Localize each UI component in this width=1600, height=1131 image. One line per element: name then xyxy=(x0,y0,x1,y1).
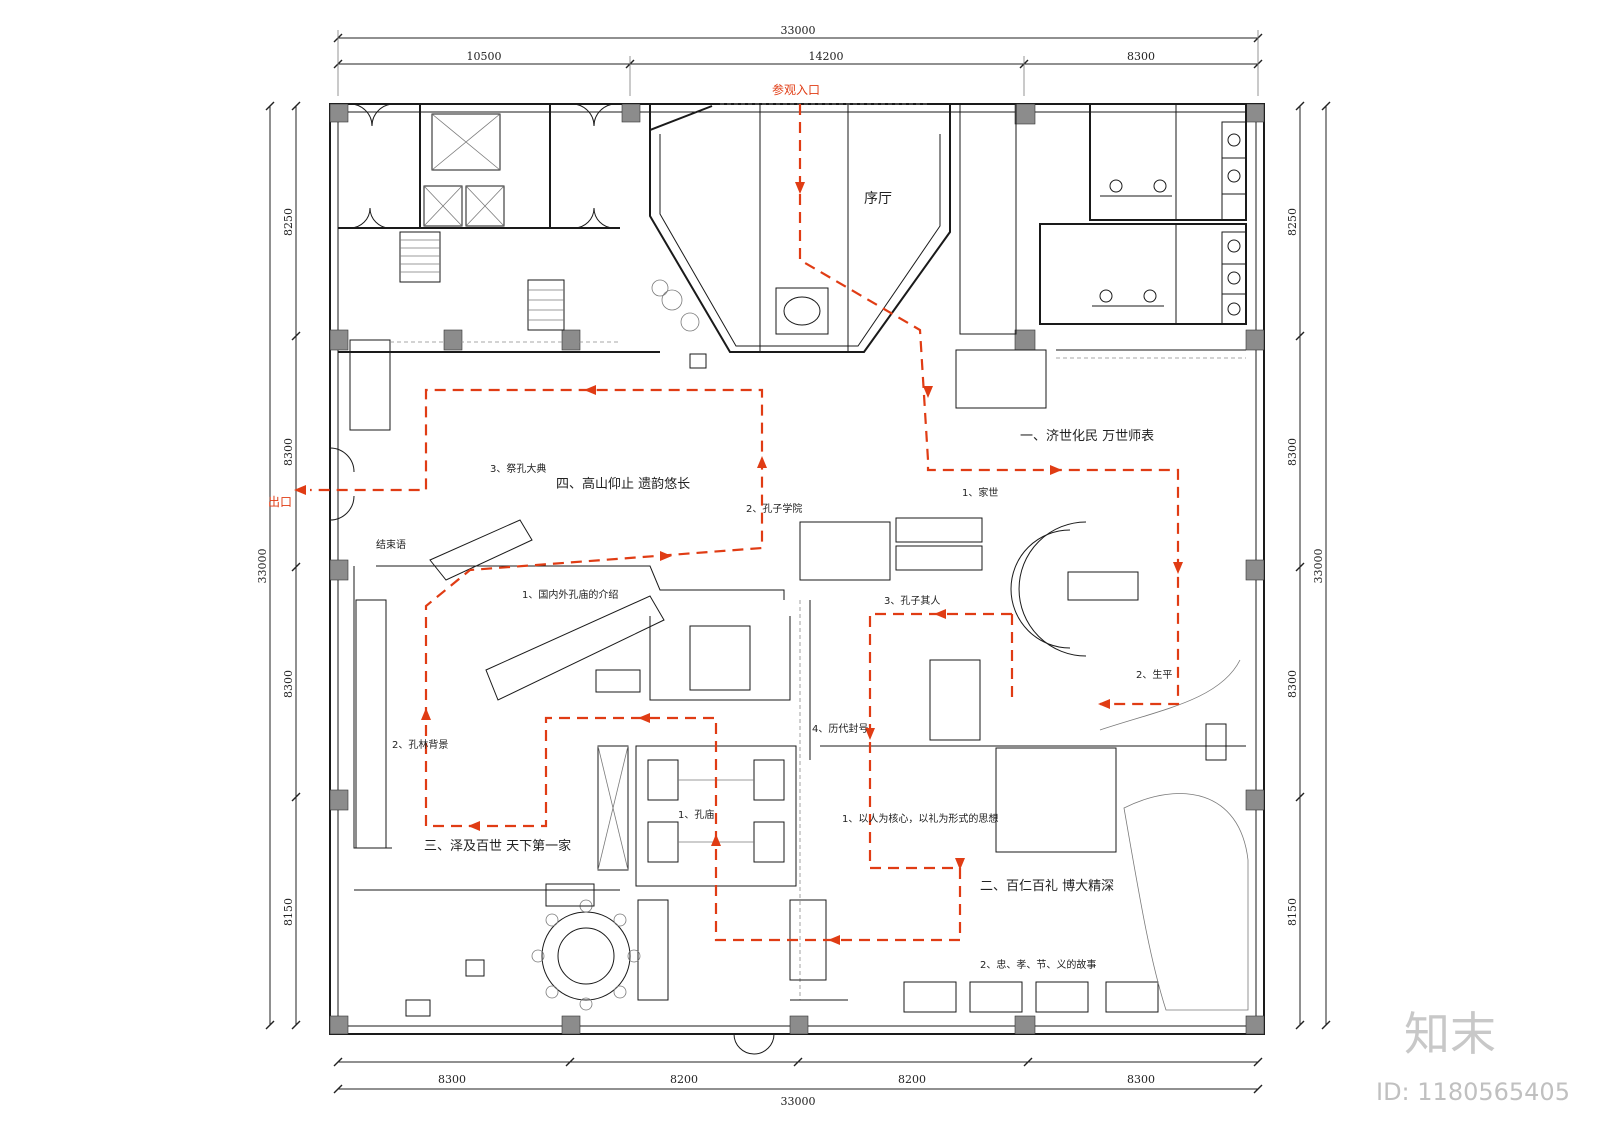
route-arrow-2 xyxy=(923,386,933,398)
dim-right-seg-1: 8250 xyxy=(1286,208,1299,236)
dim-top-seg-2: 14200 xyxy=(809,50,844,63)
labels: 参观入口 出口 一、济世化民 万世师表 二、百仁百礼 博大精深 三、泽及百世 天… xyxy=(268,82,1172,971)
route-arrow-10 xyxy=(711,834,721,846)
zone1-title: 一、济世化民 万世师表 xyxy=(1020,429,1154,444)
label-z1-person: 3、孔子其人 xyxy=(884,595,940,607)
entrance-label: 参观入口 xyxy=(772,82,820,97)
interior-partitions xyxy=(329,103,1249,1055)
watermark-brand: 知末 xyxy=(1404,1007,1496,1061)
label-z1-family: 1、家世 xyxy=(962,486,998,499)
route-arrow-14 xyxy=(660,551,672,561)
watermark-id: ID: 1180565405 xyxy=(1376,1078,1570,1106)
dim-bottom-seg-3: 8200 xyxy=(898,1073,926,1086)
service-core-top-left xyxy=(338,103,620,331)
dim-bottom-seg-1: 8300 xyxy=(438,1073,466,1086)
dim-right-seg-2: 8300 xyxy=(1286,438,1299,466)
route-arrow-13 xyxy=(421,708,431,720)
route-arrow-1 xyxy=(795,182,805,194)
zone4-title: 四、高山仰止 遗韵悠长 xyxy=(556,476,690,492)
hall-label: 序厅 xyxy=(864,191,892,207)
dim-bottom-total: 33000 xyxy=(781,1095,816,1108)
label-z3-temple: 1、孔庙 xyxy=(678,808,714,821)
route-arrow-12 xyxy=(468,821,480,831)
dim-top-total: 33000 xyxy=(781,24,816,37)
restrooms-top-right xyxy=(1039,103,1247,325)
label-z3-forest: 2、孔林背景 xyxy=(392,738,448,751)
zone2-title: 二、百仁百礼 博大精深 xyxy=(980,878,1114,894)
dim-top-seg-1: 10500 xyxy=(467,50,502,63)
dim-right-total: 33000 xyxy=(1312,549,1325,584)
label-z2-stories: 2、忠、孝、节、义的故事 xyxy=(980,958,1096,971)
dim-left-seg-3: 8300 xyxy=(282,670,295,698)
label-z1-titles: 4、历代封号 xyxy=(812,722,868,735)
dimension-lines xyxy=(265,30,1331,1094)
route-arrow-8 xyxy=(955,858,965,870)
dim-top-seg-3: 8300 xyxy=(1127,50,1155,63)
dim-bottom-seg-4: 8300 xyxy=(1127,1073,1155,1086)
chairs-round-table xyxy=(531,899,641,1011)
dim-left-seg-4: 8150 xyxy=(282,898,295,926)
dimension-labels: 33000 10500 14200 8300 8300 8200 8200 83… xyxy=(256,24,1325,1108)
tour-route xyxy=(294,104,1183,945)
route-zone1-inner xyxy=(310,388,1014,942)
dim-left-seg-2: 8300 xyxy=(282,438,295,466)
label-z2-thought: 1、以人为核心，以礼为形式的思想 xyxy=(842,812,998,825)
dim-left-total: 33000 xyxy=(256,549,269,584)
route-arrow-11 xyxy=(638,713,650,723)
route-arrow-3 xyxy=(1050,465,1062,475)
dim-left-seg-1: 8250 xyxy=(282,208,295,236)
exit-label: 出口 xyxy=(268,495,292,509)
dim-right-seg-4: 8150 xyxy=(1286,898,1299,926)
zone3-title: 三、泽及百世 天下第一家 xyxy=(424,838,571,854)
route-arrow-5 xyxy=(1098,699,1110,709)
route-arrow-exit xyxy=(294,485,306,495)
structural-columns xyxy=(329,103,1265,1035)
label-z4-ceremony: 3、祭孔大典 xyxy=(490,462,546,475)
label-ending: 结束语 xyxy=(376,538,406,551)
route-arrow-4 xyxy=(1173,562,1183,574)
route-arrow-16 xyxy=(584,385,596,395)
route-arrow-6 xyxy=(934,609,946,619)
dim-right-seg-3: 8300 xyxy=(1286,670,1299,698)
route-arrow-9 xyxy=(828,935,840,945)
label-z4-temples: 1、国内外孔庙的介绍 xyxy=(522,588,618,601)
label-z1-life: 2、生平 xyxy=(1136,668,1172,681)
route-arrow-15 xyxy=(757,456,767,468)
route-arrow-7 xyxy=(865,728,875,740)
dim-bottom-seg-2: 8200 xyxy=(670,1073,698,1086)
entrance-hall: 序厅 xyxy=(649,103,951,369)
label-z4-institute: 2、孔子学院 xyxy=(746,502,802,515)
watermark: 知末 ID: 1180565405 xyxy=(1376,1007,1570,1106)
